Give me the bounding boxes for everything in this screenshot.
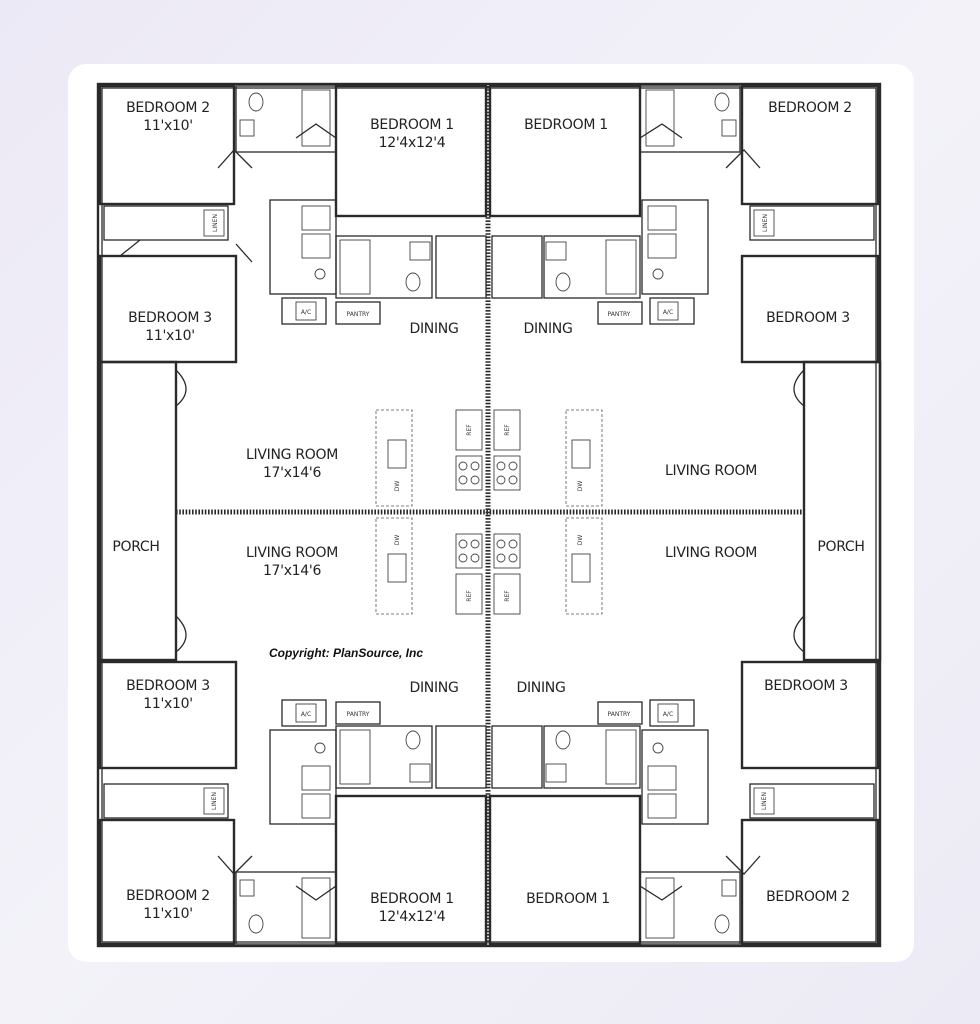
- br-laundry: [641, 729, 709, 825]
- unit-top-left: [98, 84, 488, 507]
- porch-left-label: PORCH: [112, 539, 159, 555]
- br-hall-closets: [749, 783, 875, 819]
- tl-bedroom1-walls: [334, 84, 488, 218]
- tr-hall-closets: [749, 205, 875, 241]
- bl-laundry: [269, 729, 337, 825]
- bl-bedroom3-size: 11'x10': [143, 696, 193, 712]
- tl-linen-label: LINEN: [212, 214, 219, 232]
- tr-pantry: [597, 301, 643, 325]
- br-ac-label: A/C: [663, 711, 673, 718]
- br-bedroom2-label: BEDROOM 2: [766, 889, 850, 905]
- br-bath-bottom: [639, 871, 741, 945]
- tr-linen-label: LINEN: [762, 214, 769, 232]
- br-linen-label: LINEN: [761, 792, 768, 810]
- bl-bedroom2-size: 11'x10': [143, 906, 193, 922]
- tr-ref-label: REF: [504, 424, 511, 436]
- br-ref-label: REF: [504, 590, 511, 602]
- tr-bedroom1-walls: [488, 84, 642, 218]
- br-pantry-label: PANTRY: [608, 711, 631, 718]
- unit-top-right: [488, 84, 880, 507]
- bl-bedroom2-walls: [98, 818, 236, 946]
- unit-bottom-left: [98, 517, 488, 946]
- tl-bedroom2-size: 11'x10': [143, 118, 193, 134]
- unit-bottom-right: [488, 517, 880, 946]
- tl-pantry-label: PANTRY: [347, 311, 370, 318]
- tl-ref-label: REF: [466, 424, 473, 436]
- tl-bedroom3-walls: [98, 254, 238, 364]
- br-dw-label: DW: [577, 535, 584, 546]
- bl-kitchen-counter: [375, 517, 413, 615]
- br-bedroom3-walls: [740, 660, 880, 770]
- tr-bedroom3-label: BEDROOM 3: [766, 310, 850, 326]
- br-bedroom2-walls: [740, 818, 880, 946]
- tl-bedroom2-label: BEDROOM 2: [126, 100, 210, 116]
- tr-pantry-label: PANTRY: [608, 311, 631, 318]
- tl-bath-mid: [335, 235, 433, 299]
- tr-ac-label: A/C: [663, 309, 673, 316]
- br-ac-closet: [649, 699, 695, 727]
- bl-bedroom2-label: BEDROOM 2: [126, 888, 210, 904]
- tr-living-label: LIVING ROOM: [665, 463, 757, 479]
- br-bedroom3-label: BEDROOM 3: [764, 678, 848, 694]
- tl-hall-closets: [103, 205, 229, 241]
- bl-bedroom1-walls: [334, 794, 488, 946]
- tl-laundry: [269, 199, 337, 295]
- tl-bedroom1-size: 12'4x12'4: [379, 135, 446, 151]
- tr-bedroom2-label: BEDROOM 2: [768, 100, 852, 116]
- porch-right-label: PORCH: [817, 539, 864, 555]
- tr-bath-top: [639, 85, 741, 153]
- tl-bedroom2-walls: [98, 84, 236, 206]
- copyright-text: Copyright: PlanSource, Inc: [269, 646, 423, 660]
- tl-dw-label: DW: [394, 481, 401, 492]
- bl-dining-label: DINING: [409, 680, 458, 696]
- tl-bedroom3-size: 11'x10': [145, 328, 195, 344]
- bl-bath-bottom: [235, 871, 337, 945]
- bl-bedroom1-size: 12'4x12'4: [379, 909, 446, 925]
- tl-ac-label: A/C: [301, 309, 311, 316]
- tr-bedroom1-label: BEDROOM 1: [524, 117, 608, 133]
- bl-pantry: [335, 701, 381, 725]
- tl-ac-closet: [281, 297, 327, 325]
- tr-laundry: [641, 199, 709, 295]
- br-bath-mid: [543, 725, 641, 789]
- tr-bath-mid: [543, 235, 641, 299]
- tl-bath-top: [235, 85, 337, 153]
- br-pantry: [597, 701, 643, 725]
- bl-living-size: 17'x14'6: [263, 563, 322, 579]
- tl-bedroom3-label: BEDROOM 3: [128, 310, 212, 326]
- br-kitchen-counter: [565, 517, 603, 615]
- tr-bedroom2-walls: [740, 84, 880, 206]
- br-bedroom1-walls: [488, 794, 642, 946]
- bl-living-label: LIVING ROOM: [246, 545, 338, 561]
- bl-linen-label: LINEN: [211, 792, 218, 810]
- bl-ac-closet: [281, 699, 327, 727]
- tl-kitchen-counter: [375, 409, 413, 507]
- bl-ref-label: REF: [466, 590, 473, 602]
- tl-pantry: [335, 301, 381, 325]
- tl-living-label: LIVING ROOM: [246, 447, 338, 463]
- tr-dining-label: DINING: [523, 321, 572, 337]
- tr-ac-closet: [649, 297, 695, 325]
- bl-pantry-label: PANTRY: [347, 711, 370, 718]
- bl-bath-mid: [335, 725, 433, 789]
- bl-hall-closets: [103, 783, 229, 819]
- tl-living-size: 17'x14'6: [263, 465, 322, 481]
- bl-ac-label: A/C: [301, 711, 311, 718]
- tr-bedroom3-walls: [740, 254, 880, 364]
- bl-bedroom3-walls: [98, 660, 238, 770]
- br-dining-label: DINING: [516, 680, 565, 696]
- tr-dw-label: DW: [577, 481, 584, 492]
- tl-dining-label: DINING: [409, 321, 458, 337]
- bl-dw-label: DW: [394, 535, 401, 546]
- bl-bedroom1-label: BEDROOM 1: [370, 891, 454, 907]
- tr-kitchen-counter: [565, 409, 603, 507]
- bl-bedroom3-label: BEDROOM 3: [126, 678, 210, 694]
- br-living-label: LIVING ROOM: [665, 545, 757, 561]
- br-bedroom1-label: BEDROOM 1: [526, 891, 610, 907]
- tl-bedroom1-label: BEDROOM 1: [370, 117, 454, 133]
